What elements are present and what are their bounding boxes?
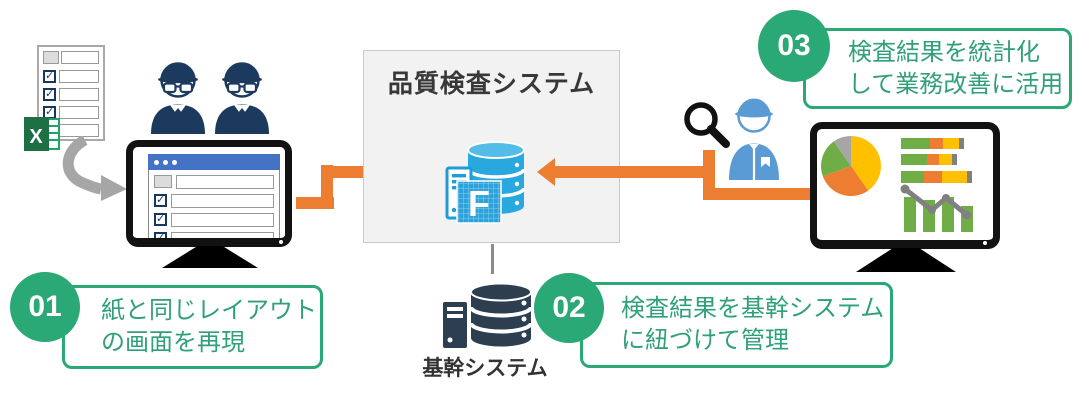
magnifier-icon [684,102,730,148]
step-03-line-2: して業務改善に活用 [848,70,1064,98]
system-box-title: 品質検査システム [387,70,596,98]
paper-field [59,69,99,83]
monitor-power-led [279,240,283,244]
server-icon [443,302,467,348]
paper-field [59,105,99,119]
form-field [171,212,274,227]
paper-field [59,87,99,101]
form-field [171,231,274,238]
left-monitor-stand [162,246,258,268]
form-header-row [154,174,274,189]
left-monitor-screen: ✓ ✓ ✓ [133,147,285,238]
backend-system-label: 基幹システム [422,357,548,380]
paper-field [59,123,99,137]
checkbox-icon: ✓ [43,105,56,119]
flow-arrow-right [555,166,707,178]
titlebar-dot-icon [172,159,177,165]
window-form: ✓ ✓ ✓ [148,170,280,244]
form-row: ✓ [154,193,274,208]
step-02-line-2: に紐づけて管理 [621,327,789,354]
connector-line [491,244,494,274]
titlebar-dot-icon [163,159,168,165]
paper-row: ✓ [43,69,99,83]
paper-row: ✓ [43,87,99,101]
monitor-power-led [983,241,987,245]
database-icon [469,282,533,347]
excel-icon: X [24,117,60,151]
left-monitor: ✓ ✓ ✓ [126,140,292,247]
right-monitor-stand [856,248,956,272]
step-badge-03: 03 [758,10,830,82]
pie-chart-icon [820,135,882,197]
checkbox-icon: ✓ [43,87,56,101]
titlebar-dot-icon [154,159,159,165]
checkbox-icon: ✓ [154,213,167,226]
curved-arrow-icon [62,136,127,201]
step-03-number: 03 [777,29,811,62]
svg-text:X: X [29,126,43,148]
system-icon: F [445,141,526,224]
step-badge-02: 02 [534,273,604,343]
step-02-line-1: 検査結果を基幹システム [621,295,885,323]
step-01-line-1: 紙と同じレイアウト [101,297,317,325]
right-monitor [810,122,1000,249]
form-field [171,193,274,208]
checkbox-icon: ✓ [43,69,56,83]
worker-icon [151,62,205,134]
app-window: ✓ ✓ ✓ [148,154,280,244]
flow-arrow-right [707,188,811,200]
f-tile-icon: F [456,180,502,224]
paper-checklist-icon: ✓ ✓ ✓ ✓ [37,45,105,141]
flow-arrow-right [703,150,715,200]
flow-arrow-right-head [537,158,555,186]
stacked-bar-icon [901,138,972,183]
backend-system-icon [443,282,533,348]
step-box-03: 検査結果を統計化 して業務改善に活用 [803,28,1072,109]
checkbox-icon: ✓ [154,194,167,207]
step-badge-01: 01 [10,272,80,342]
svg-text:F: F [468,183,490,224]
paper-row: ✓ [43,105,99,119]
step-01-number: 01 [28,290,62,323]
checkbox-icon: ✓ [154,232,167,244]
inspector-icon [729,98,779,180]
dashboard-charts [820,135,973,232]
form-row: ✓ [154,231,274,244]
step-01-line-2: の画面を再現 [101,329,245,356]
step-box-01: 紙と同じレイアウト の画面を再現 [62,285,323,369]
paper-header-cell [43,51,59,64]
step-02-number: 02 [552,291,586,324]
form-row: ✓ [154,212,274,227]
window-titlebar [148,154,280,170]
form-header-cell [154,175,172,188]
paper-header-row [43,51,99,64]
form-header-field [176,174,274,189]
step-box-02: 検査結果を基幹システム に紐づけて管理 [580,282,893,368]
bar-line-chart-icon [900,184,973,232]
step-03-line-1: 検査結果を統計化 [848,38,1040,66]
worker-icon [215,62,269,134]
paper-header-field [61,51,99,64]
